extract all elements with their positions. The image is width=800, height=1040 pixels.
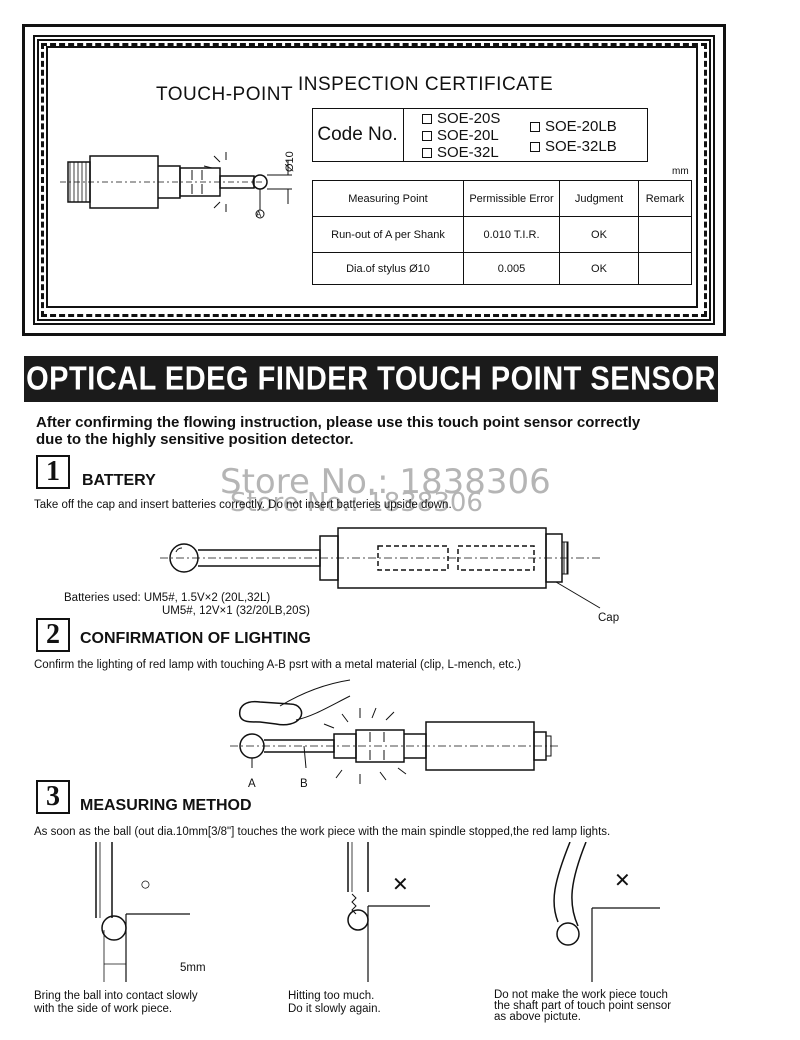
step-3-title: MEASURING METHOD	[80, 797, 252, 814]
step-3-number: 3	[36, 780, 70, 814]
watermark: Store No.: 1838306	[230, 488, 483, 518]
ng-mark: ✕	[614, 870, 631, 892]
intro-line-1: After confirming the flowing instruction…	[36, 414, 641, 431]
batteries-line-2: UM5#, 12V×1 (32/20LB,20S)	[162, 605, 310, 617]
certificate-title: INSPECTION CERTIFICATE	[298, 74, 554, 95]
ng-mark: ✕	[392, 874, 409, 896]
gap-label: 5mm	[180, 962, 206, 974]
label-b: B	[300, 778, 308, 790]
checkbox-icon	[422, 147, 432, 158]
step-1-title: BATTERY	[82, 472, 156, 489]
table-row: Dia.of stylus Ø10 0.005 OK	[312, 252, 692, 285]
code-box	[312, 108, 648, 162]
sensor-diagram	[60, 152, 292, 219]
ok-mark: ○	[140, 874, 151, 894]
measuring-diagrams	[95, 842, 660, 982]
checkbox-icon	[530, 121, 540, 132]
code-option[interactable]: SOE-20LB	[530, 118, 617, 135]
header-permissible-error: Permissible Error	[463, 180, 560, 217]
step-3-text: As soon as the ball (out dia.10mm[3/8"] …	[34, 826, 611, 838]
diameter-label: Ø10	[284, 151, 296, 172]
brand-name: TOUCH-POINT	[156, 84, 294, 105]
unit-label: mm	[672, 166, 689, 177]
table-row: Run-out of A per Shank 0.010 T.I.R. OK	[312, 216, 692, 253]
caption-hitting: Hitting too much.Do it slowly again.	[288, 990, 381, 1015]
code-option[interactable]: SOE-20S	[422, 110, 500, 127]
code-option[interactable]: SOE-32LB	[530, 138, 617, 155]
cap-label: Cap	[598, 612, 620, 624]
code-option[interactable]: SOE-20L	[422, 127, 499, 144]
code-option[interactable]: SOE-32L	[422, 144, 499, 161]
watermark: Store No.: 1838306	[220, 462, 551, 502]
inspection-table: Measuring Point Permissible Error Judgme…	[312, 180, 692, 285]
title-banner	[24, 356, 718, 402]
checkbox-icon	[530, 141, 540, 152]
checkbox-icon	[422, 130, 432, 141]
certificate-border	[22, 24, 726, 336]
point-a-label: A	[256, 210, 262, 219]
label-a: A	[248, 778, 256, 790]
step-2-text: Confirm the lighting of red lamp with to…	[34, 659, 522, 671]
banner-title: OPTICAL EDEG FINDER TOUCH POINT SENSOR	[26, 360, 716, 397]
battery-diagram	[160, 527, 601, 609]
step-2-title: CONFIRMATION OF LIGHTING	[80, 630, 311, 647]
header-remark: Remark	[638, 180, 692, 217]
intro-line-2: due to the highly sensitive position det…	[36, 431, 354, 448]
header-measuring-point: Measuring Point	[312, 180, 464, 217]
batteries-label: Batteries used: UM5#, 1.5V×2 (20L,32L)	[64, 592, 271, 604]
header-judgment: Judgment	[559, 180, 639, 217]
lighting-diagram	[230, 679, 560, 784]
step-1-text: Take off the cap and insert batteries co…	[34, 499, 452, 511]
code-label: Code No.	[312, 108, 404, 162]
checkbox-icon	[422, 113, 432, 124]
step-1-number: 1	[36, 455, 70, 489]
step-2-number: 2	[36, 618, 70, 652]
